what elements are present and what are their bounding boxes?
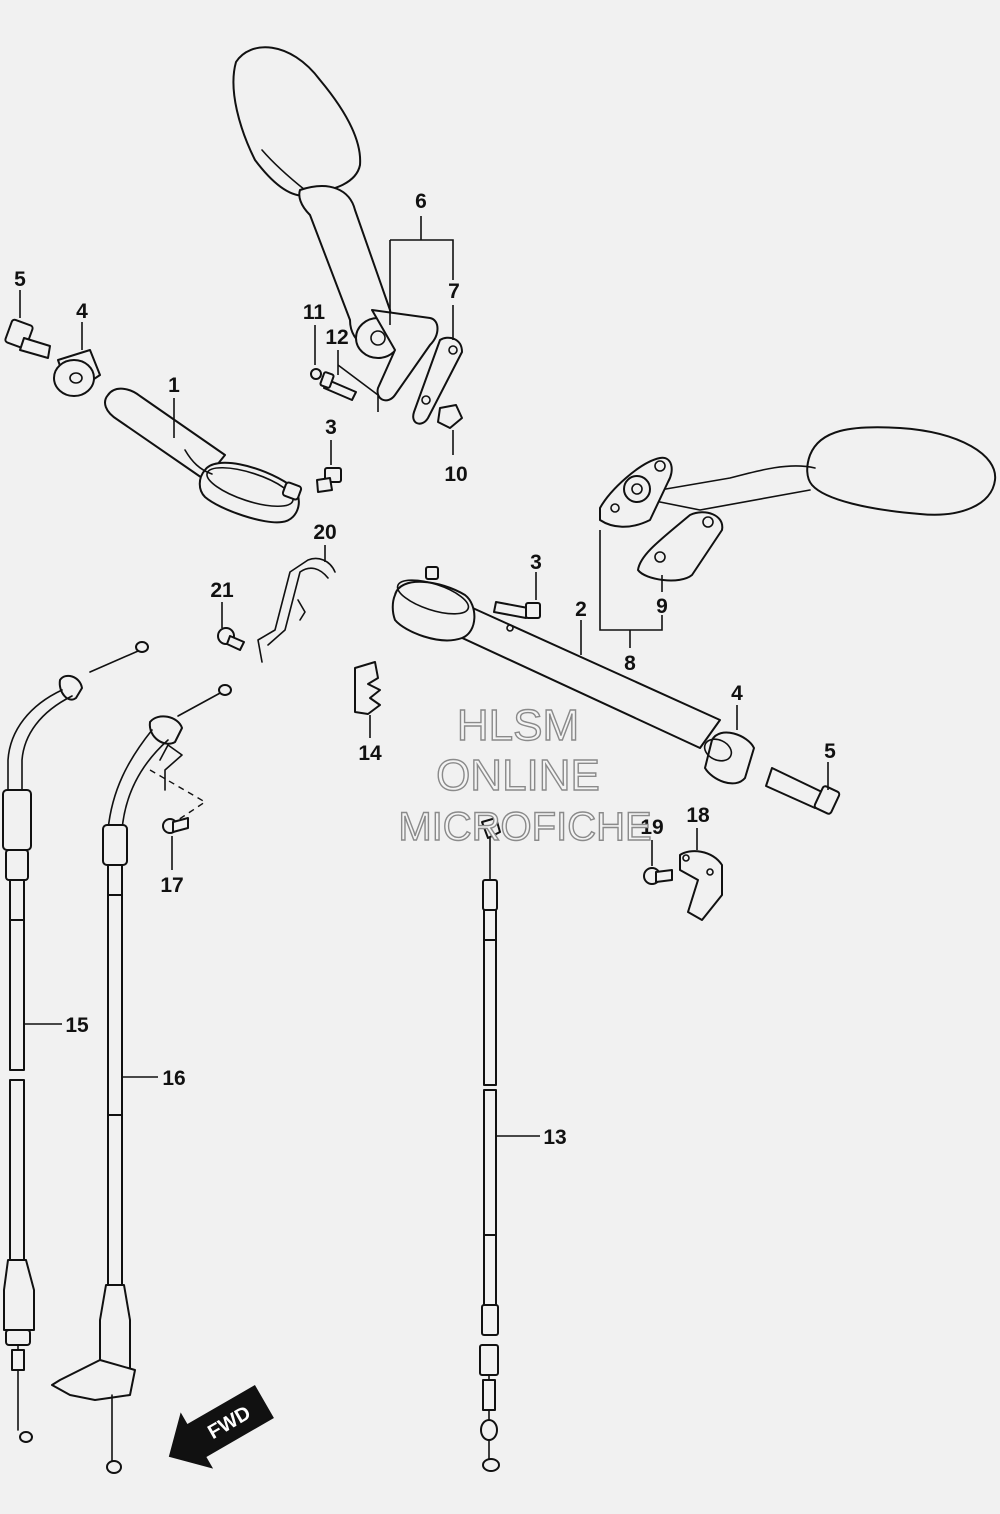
leader-lines bbox=[19, 216, 829, 1137]
callout-14: 14 bbox=[358, 742, 382, 765]
left-mirror-assembly bbox=[232, 46, 463, 429]
callout-11: 11 bbox=[303, 301, 326, 324]
part-13-cable bbox=[479, 817, 501, 1472]
part-16-cable bbox=[51, 684, 232, 1474]
part-20-spring-clip bbox=[257, 557, 336, 663]
callout-5-right: 5 bbox=[824, 740, 836, 763]
callout-4-right: 4 bbox=[731, 682, 743, 705]
callout-7: 7 bbox=[448, 280, 460, 303]
callout-2: 2 bbox=[575, 598, 587, 621]
callout-21: 21 bbox=[210, 579, 234, 602]
callout-9: 9 bbox=[656, 595, 668, 618]
callout-3-left: 3 bbox=[325, 416, 337, 439]
callout-19: 19 bbox=[640, 816, 663, 839]
callout-6: 6 bbox=[415, 190, 427, 213]
part-19-bolt bbox=[643, 867, 673, 885]
part-1-left-handlebar bbox=[104, 387, 303, 524]
part-3-screw-right bbox=[493, 601, 541, 619]
part-4-weight-left bbox=[53, 349, 101, 397]
part-4-weight-right bbox=[703, 731, 755, 785]
part-17-screw bbox=[162, 817, 189, 834]
callout-3-right: 3 bbox=[530, 551, 542, 574]
callout-15: 15 bbox=[65, 1014, 89, 1037]
callout-1: 1 bbox=[168, 374, 180, 397]
callout-13: 13 bbox=[543, 1126, 566, 1149]
watermark-line-3: MICROFICHE bbox=[398, 805, 651, 849]
callout-12: 12 bbox=[325, 326, 348, 349]
part-15-cable bbox=[2, 641, 149, 1443]
watermark: HLSM ONLINE MICROFICHE bbox=[398, 700, 653, 849]
callout-5-left: 5 bbox=[14, 268, 26, 291]
part-3-screw-left bbox=[316, 467, 342, 493]
watermark-line-1: HLSM bbox=[457, 701, 579, 750]
part-5-bolt-left bbox=[4, 318, 51, 359]
fwd-direction-arrow: FWD bbox=[168, 1385, 274, 1469]
callout-8: 8 bbox=[624, 652, 636, 675]
part-14-clip bbox=[354, 661, 381, 715]
part-5-bolt-right bbox=[765, 767, 841, 815]
callout-17: 17 bbox=[160, 874, 183, 897]
callout-10: 10 bbox=[444, 463, 467, 486]
callout-18: 18 bbox=[686, 804, 710, 827]
watermark-line-2: ONLINE bbox=[436, 751, 600, 800]
part-18-bracket bbox=[679, 850, 723, 921]
right-mirror-assembly bbox=[599, 426, 997, 582]
callout-20: 20 bbox=[313, 521, 336, 544]
part-21-screw bbox=[217, 627, 245, 651]
callout-4-left: 4 bbox=[76, 300, 88, 323]
callout-16: 16 bbox=[162, 1067, 185, 1090]
callout-labels: 1 2 3 3 4 4 5 5 6 7 8 9 10 11 12 13 14 1… bbox=[14, 190, 836, 1149]
part-2-right-handlebar bbox=[391, 566, 721, 749]
